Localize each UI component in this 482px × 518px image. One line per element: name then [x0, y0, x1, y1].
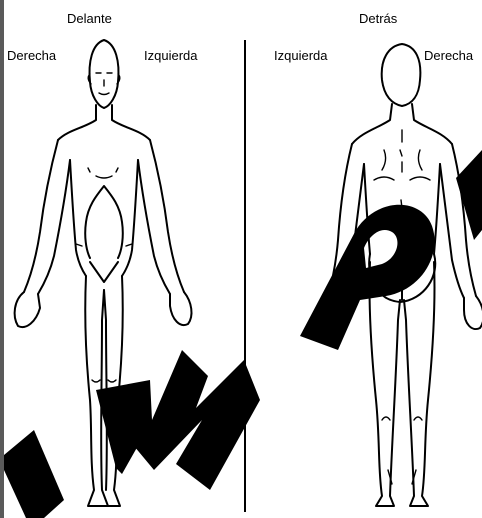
- watermark-edge-letter: [456, 150, 482, 240]
- watermark-letter-p: [300, 205, 435, 350]
- body-diagram-sheet: Delante Derecha Izquierda Detrás Izquier…: [4, 0, 482, 518]
- watermark-edge-stroke: [4, 430, 64, 518]
- sample-watermark: [4, 0, 482, 518]
- watermark-letter-m: [96, 350, 260, 490]
